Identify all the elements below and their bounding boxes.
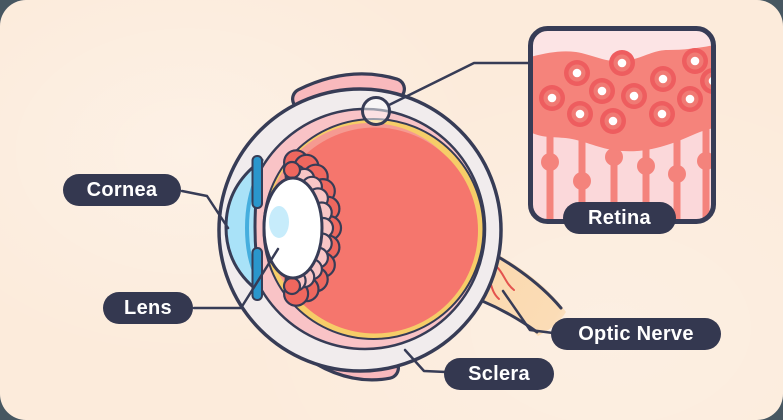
connector-sclera [403,348,448,374]
label-sclera[interactable]: Sclera [444,358,554,390]
connector-lines [180,61,555,374]
iris-bottom [251,247,263,301]
retina-inset [528,26,716,224]
connector-cornea [180,189,230,230]
label-cornea[interactable]: Cornea [63,174,181,206]
magnifier-circle [361,96,391,126]
label-lens[interactable]: Lens [103,292,193,324]
lens-shape [262,176,324,280]
label-optic-nerve[interactable]: Optic Nerve [551,318,721,350]
iris-root-bottom [282,276,302,296]
blood-vessel [496,266,515,291]
rod-cells [541,118,711,219]
iris-root-top [282,160,302,180]
connector-lens [192,247,280,310]
eye-muscle-top [291,72,406,111]
connector-optic-nerve [501,289,555,335]
lens-highlight [269,206,289,238]
photoreceptor-cells [539,48,711,134]
label-retina[interactable]: Retina [563,202,676,234]
connector-retina-inset [387,61,533,107]
iris-top [251,155,263,209]
